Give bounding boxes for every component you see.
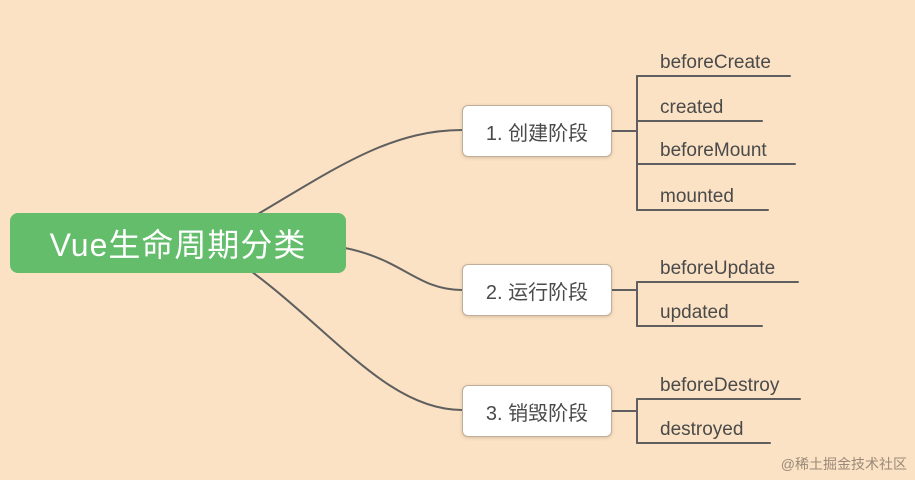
leaf-node-beforeDestroy[interactable]: beforeDestroy	[660, 375, 780, 396]
leaf-node-beforeUpdate[interactable]: beforeUpdate	[660, 258, 776, 279]
branch-node-label: 1. 创建阶段	[485, 122, 589, 145]
edge-root-branch3	[219, 249, 463, 411]
branch-node-destroy-stage[interactable]: 3. 销毁阶段	[462, 385, 612, 437]
branch-node-label: 3. 销毁阶段	[485, 402, 589, 425]
branch-node-label: 2. 运行阶段	[485, 281, 589, 304]
leaf-node-beforeMount[interactable]: beforeMount	[660, 140, 767, 161]
watermark-juejin: @稀土掘金技术社区	[780, 456, 907, 472]
root-node-label: Vue生命周期分类	[49, 227, 307, 263]
leaf-node-mounted[interactable]: mounted	[660, 186, 734, 207]
leaf-node-destroyed[interactable]: destroyed	[660, 419, 744, 440]
leaf-node-created[interactable]: created	[660, 97, 724, 118]
branch-node-create-stage[interactable]: 1. 创建阶段	[462, 105, 612, 157]
root-node-vue-lifecycle[interactable]: Vue生命周期分类	[10, 213, 346, 273]
branch-node-run-stage[interactable]: 2. 运行阶段	[462, 264, 612, 316]
leaf-node-updated[interactable]: updated	[660, 302, 729, 323]
leaf-node-beforeCreate[interactable]: beforeCreate	[660, 52, 771, 73]
